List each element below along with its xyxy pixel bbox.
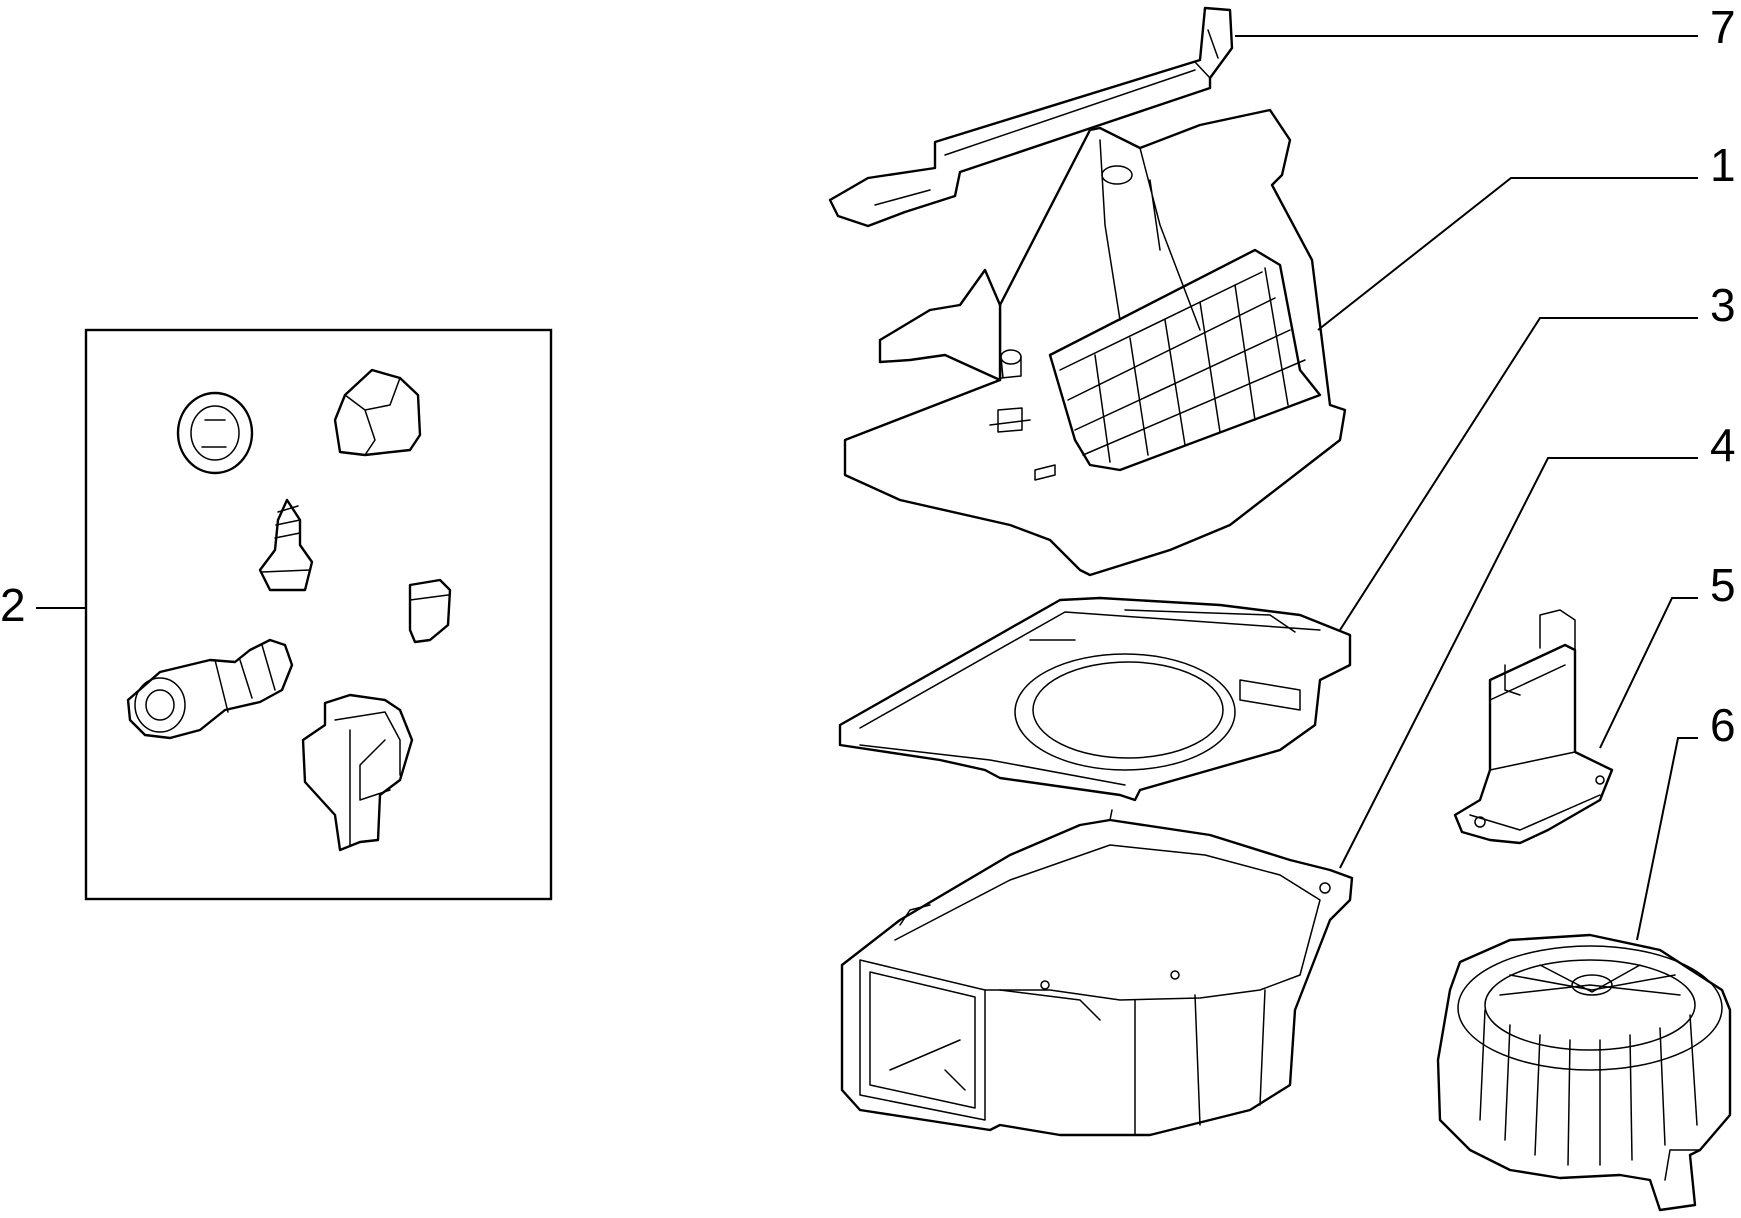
- callout-2: 2: [0, 579, 26, 631]
- leader-6: [1636, 737, 1698, 941]
- part-6-blower-motor[interactable]: [1436, 933, 1732, 1212]
- kit-2-clip[interactable]: [333, 368, 422, 457]
- leader-4: [1339, 457, 1698, 869]
- callout-3: 3: [1710, 279, 1736, 331]
- leader-lines: [36, 35, 1698, 941]
- leader-3: [1339, 317, 1698, 631]
- kit-2-bulb-holder[interactable]: [126, 638, 294, 740]
- kit-2-connector-bracket[interactable]: [301, 693, 414, 852]
- part-7-seal-strip[interactable]: [828, 6, 1234, 228]
- callout-6: 6: [1710, 699, 1736, 751]
- kit-2-frame: [84, 328, 553, 901]
- part-3-gasket-plate[interactable]: [838, 596, 1352, 802]
- callout-4: 4: [1710, 419, 1736, 471]
- kit-2-grommet[interactable]: [176, 391, 254, 475]
- callout-1: 1: [1710, 139, 1736, 191]
- part-4-lower-housing[interactable]: [840, 809, 1354, 1137]
- callout-7: 7: [1710, 1, 1736, 53]
- leader-1: [1317, 177, 1698, 331]
- kit-2-terminal[interactable]: [408, 578, 452, 644]
- part-1-upper-housing[interactable]: [843, 108, 1347, 577]
- leader-5: [1599, 597, 1698, 749]
- kit-2-screw[interactable]: [258, 498, 314, 592]
- callout-5: 5: [1710, 559, 1736, 611]
- part-5-resistor-module[interactable]: [1453, 609, 1614, 845]
